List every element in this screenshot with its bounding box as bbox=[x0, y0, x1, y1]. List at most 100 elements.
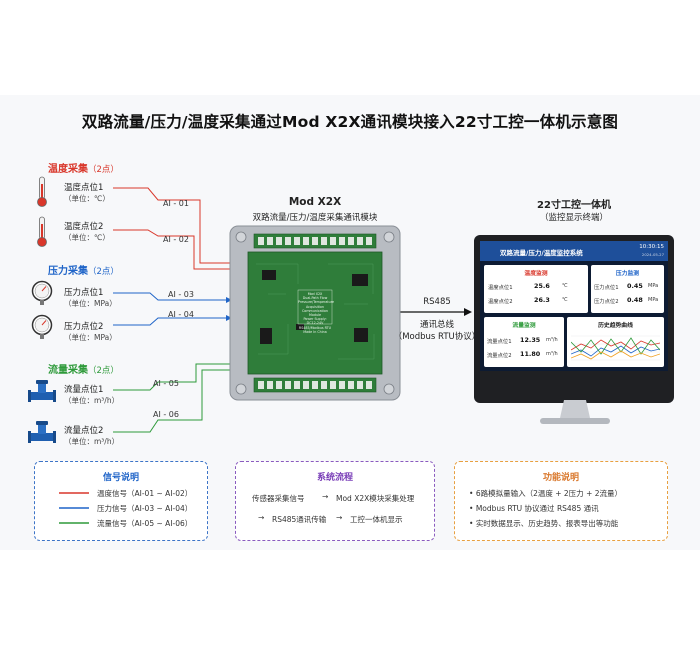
pressure-panel-title: 压力监测 bbox=[615, 271, 640, 277]
pcb-label: Mod X2X Dual-Path Flow Pressure/Temperat… bbox=[298, 292, 335, 334]
sensor-unit-pressure-1: （单位：MPa） bbox=[64, 299, 117, 308]
rs485-protocol-label: （Modbus RTU协议） bbox=[393, 332, 481, 342]
ai-label-05: AI - 05 bbox=[153, 379, 179, 388]
process-arrow-2: → bbox=[258, 513, 265, 522]
rs485-bus-label: 通讯总线 bbox=[419, 320, 454, 330]
pressure-gauge-icon bbox=[31, 280, 53, 305]
sensor-unit-pressure-2: （单位：MPa） bbox=[64, 333, 117, 342]
wire-ai-02 bbox=[113, 229, 232, 270]
signal-legend-item-flow: 流量信号（AI-05 ~ AI-06） bbox=[97, 519, 193, 528]
screen-header-bar bbox=[480, 241, 668, 261]
wire-ai-04-arrow bbox=[226, 315, 232, 321]
pressure-row-2-label: 压力点位2 bbox=[594, 299, 619, 305]
flow-row-1-label: 流量点位1 bbox=[487, 339, 512, 345]
temp-row-2-value: 26.3 bbox=[534, 296, 550, 304]
process-legend-title: 系统流程 bbox=[316, 473, 353, 483]
signal-legend-title: 信号说明 bbox=[102, 473, 139, 483]
signal-legend-box: 信号说明 温度信号（AI-01 ~ AI-02） 压力信号（AI-03 ~ AI… bbox=[34, 461, 208, 541]
process-step-sensor: 传感器采集信号 bbox=[252, 494, 305, 503]
temp-row-1-unit: ℃ bbox=[562, 283, 568, 289]
temp-row-1-label: 温度点位1 bbox=[488, 285, 513, 291]
process-step-rs485: RS485通讯传输 bbox=[272, 515, 327, 524]
ai-label-02: AI - 02 bbox=[163, 235, 189, 244]
rs485-arrowhead bbox=[464, 308, 472, 316]
pressure-row-2-value: 0.48 bbox=[627, 296, 643, 304]
sensor-name-temp-1: 温度点位1 bbox=[64, 183, 104, 193]
diagram-title: 双路流量/压力/温度采集通过Mod X2X通讯模块接入22寸工控一体机示意图 bbox=[81, 113, 619, 131]
temperature-group-title: 温度采集（2点） bbox=[48, 164, 119, 175]
temp-monitor-panel: 温度监测 温度点位1 25.6 ℃ 温度点位2 26.3 ℃ bbox=[484, 265, 588, 313]
wire-ai-03-arrow bbox=[226, 297, 232, 303]
flow-row-1-unit: m³/h bbox=[546, 337, 558, 343]
pressure-gauge-icon bbox=[31, 314, 53, 339]
trend-panel-title: 历史趋势曲线 bbox=[598, 323, 633, 329]
thermometer-icon bbox=[37, 216, 47, 247]
temp-panel-title: 温度监测 bbox=[524, 271, 548, 277]
monitor-screen: 双路流量/压力/温度监控系统 10:30:15 2024-05-27 温度监测 … bbox=[480, 241, 668, 371]
process-step-module: Mod X2X模块采集处理 bbox=[336, 494, 415, 503]
feature-item-1: • 6路模拟量输入（2温度 + 2压力 + 2流量） bbox=[469, 489, 623, 498]
sensor-unit-flow-1: （单位：m³/h） bbox=[64, 396, 120, 405]
flow-row-2-label: 流量点位2 bbox=[487, 353, 512, 359]
screen-time: 10:30:15 bbox=[639, 244, 664, 250]
sensor-unit-temp-1: （单位：℃） bbox=[64, 194, 110, 203]
wire-ai-05 bbox=[113, 363, 232, 391]
pressure-row-1-value: 0.45 bbox=[627, 282, 643, 290]
sensor-name-pressure-1: 压力点位1 bbox=[64, 288, 104, 298]
wire-ai-01 bbox=[113, 187, 232, 264]
module-subtitle: 双路流量/压力/温度采集通讯模块 bbox=[252, 213, 378, 223]
flow-monitor-panel: 流量监测 流量点位1 12.35 m³/h 流量点位2 11.80 m³/h bbox=[484, 317, 564, 367]
trend-chart bbox=[571, 335, 660, 361]
sensor-name-flow-1: 流量点位1 bbox=[64, 385, 104, 395]
trend-line-pressure bbox=[571, 345, 660, 357]
trend-panel: 历史趋势曲线 bbox=[567, 317, 664, 367]
panel-pc-title: 22寸工控一体机 bbox=[537, 200, 611, 211]
signal-legend-item-pressure: 压力信号（AI-03 ~ AI-04） bbox=[97, 504, 193, 513]
pressure-row-2-unit: MPa bbox=[648, 297, 659, 303]
pressure-row-1-label: 压力点位1 bbox=[594, 285, 619, 291]
process-legend-box: 系统流程 传感器采集信号 → Mod X2X模块采集处理 → RS485通讯传输… bbox=[235, 461, 435, 541]
sensor-name-flow-2: 流量点位2 bbox=[64, 426, 104, 436]
wire-ai-03 bbox=[113, 292, 230, 301]
pressure-monitor-panel: 压力监测 压力点位1 0.45 MPa 压力点位2 0.48 MPa bbox=[591, 265, 664, 313]
module-title: Mod X2X bbox=[288, 196, 342, 208]
feature-legend-box: 功能说明 • 6路模拟量输入（2温度 + 2压力 + 2流量） • Modbus… bbox=[454, 461, 668, 541]
module-enclosure bbox=[229, 225, 401, 401]
signal-legend-swatches bbox=[59, 492, 89, 524]
pressure-row-1-unit: MPa bbox=[648, 283, 659, 289]
feature-legend-title: 功能说明 bbox=[542, 473, 579, 483]
wire-ai-04 bbox=[113, 317, 230, 326]
feature-item-3: • 实时数据显示、历史趋势、报表导出等功能 bbox=[469, 519, 619, 528]
sensor-unit-flow-2: （单位：m³/h） bbox=[64, 437, 120, 446]
wire-ai-06 bbox=[113, 369, 232, 433]
rs485-label: RS485 bbox=[423, 297, 451, 307]
feature-item-2: • Modbus RTU 协议通过 RS485 通讯 bbox=[469, 504, 599, 513]
sensor-name-temp-2: 温度点位2 bbox=[64, 222, 104, 232]
process-arrow-3: → bbox=[336, 513, 343, 522]
temp-row-1-value: 25.6 bbox=[534, 282, 550, 290]
flow-group-title: 流量采集（2点） bbox=[48, 365, 119, 376]
flow-row-1-value: 12.35 bbox=[520, 336, 541, 344]
signal-legend-item-temp: 温度信号（AI-01 ~ AI-02） bbox=[97, 489, 193, 498]
sensor-name-pressure-2: 压力点位2 bbox=[64, 322, 104, 332]
ai-label-03: AI - 03 bbox=[168, 290, 194, 299]
thermometer-icon bbox=[37, 176, 47, 207]
ai-label-06: AI - 06 bbox=[153, 410, 179, 419]
sensor-unit-temp-2: （单位：℃） bbox=[64, 233, 110, 242]
panel-pc-subtitle: （监控显示终端） bbox=[539, 213, 608, 223]
ai-label-04: AI - 04 bbox=[168, 310, 194, 319]
monitor-stand bbox=[540, 400, 610, 424]
process-step-display: 工控一体机显示 bbox=[350, 515, 403, 524]
flowmeter-icon bbox=[28, 380, 56, 402]
flowmeter-icon bbox=[28, 421, 56, 443]
screen-date: 2024-05-27 bbox=[641, 252, 664, 257]
flow-panel-title: 流量监测 bbox=[512, 323, 536, 329]
pressure-group-title: 压力采集（2点） bbox=[48, 266, 119, 277]
ai-label-01: AI - 01 bbox=[163, 199, 189, 208]
process-arrow-1: → bbox=[322, 492, 329, 501]
flow-row-2-value: 11.80 bbox=[520, 350, 541, 358]
trend-line-extra bbox=[571, 350, 660, 360]
temp-row-2-label: 温度点位2 bbox=[488, 299, 513, 305]
trend-line-flow bbox=[571, 337, 660, 355]
flow-row-2-unit: m³/h bbox=[546, 351, 558, 357]
